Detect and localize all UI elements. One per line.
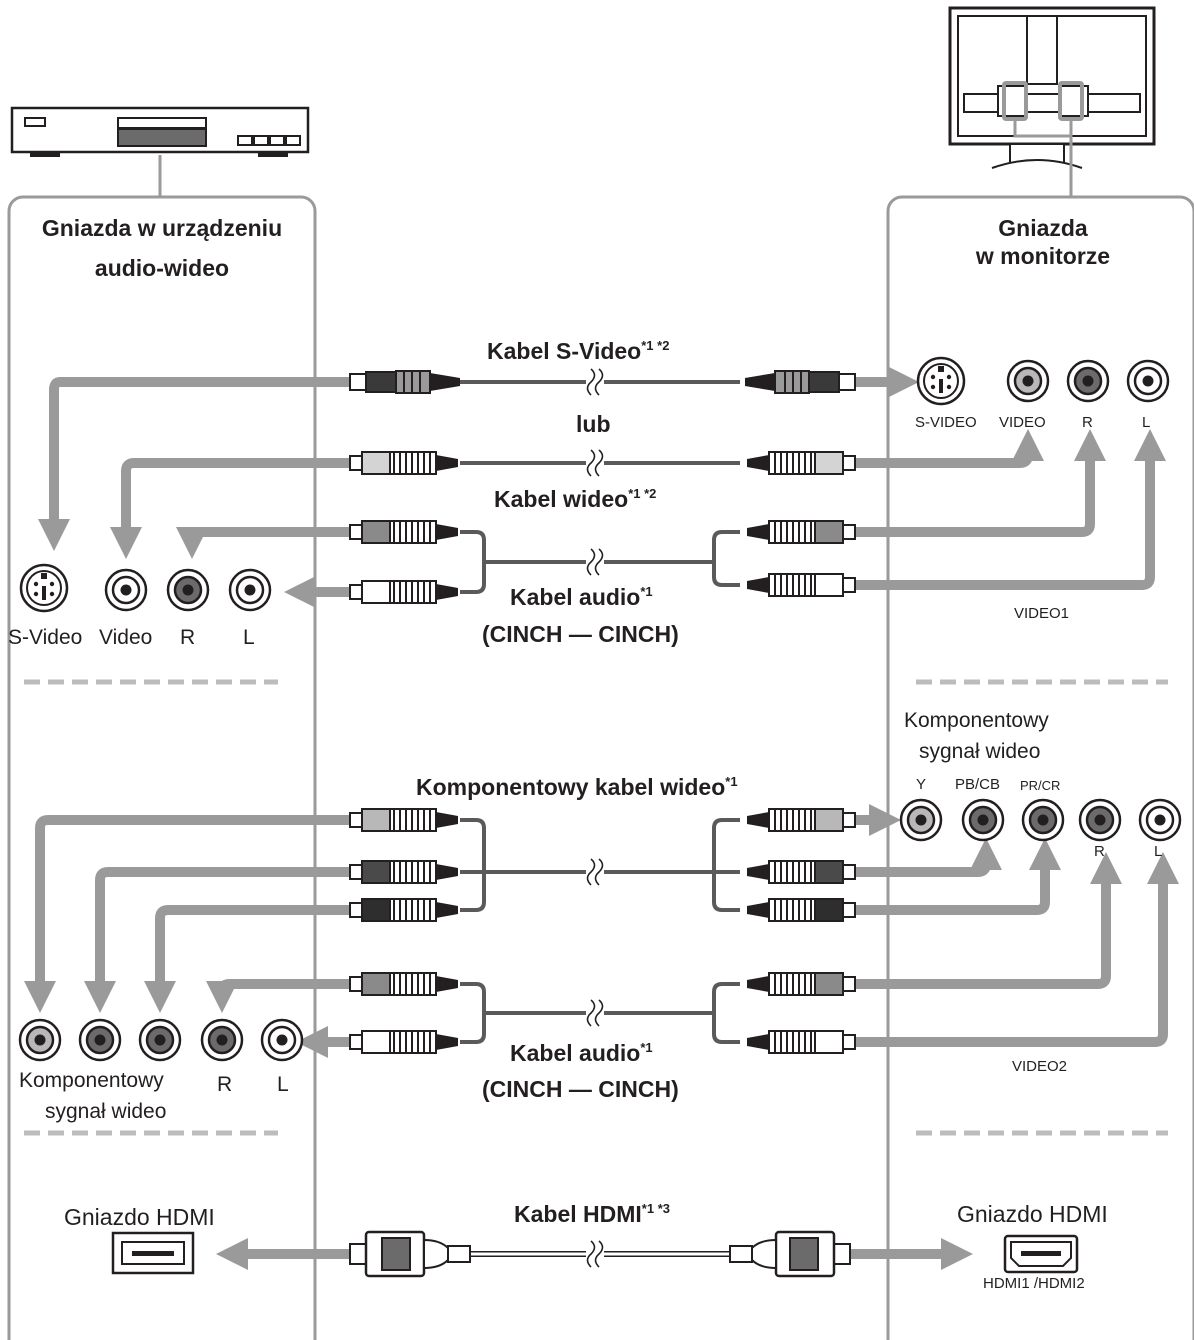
av-device-jacks-top <box>19 563 272 613</box>
hdmi-label-right: Gniazdo HDMI <box>957 1201 1108 1227</box>
component-cable-label: Komponentowy kabel wideo*1 <box>416 774 738 800</box>
cable-break-marks <box>586 368 604 1268</box>
port-label-svideo: S-Video <box>8 626 83 649</box>
video-cable-label: Kabel wideo*1 *2 <box>494 486 657 512</box>
hdmi-jack-right <box>1003 1234 1079 1274</box>
video1-label: VIDEO1 <box>1014 605 1070 622</box>
monitor-jacks-video1 <box>916 356 1170 406</box>
port-label-pb: PB/CB <box>955 776 1001 793</box>
monitor-panel-title-line2: w monitorze <box>975 243 1111 269</box>
component-title-line2: sygnał wideo <box>919 740 1041 763</box>
port-label-r: R <box>180 626 196 649</box>
port-label-video: Video <box>99 626 153 649</box>
hdmi-ports-label: HDMI1 /HDMI2 <box>983 1275 1085 1292</box>
port-label-s-video: S-VIDEO <box>915 414 977 431</box>
monitor-panel-title-line1: Gniazda <box>998 215 1088 241</box>
port-label-component-line2: sygnał wideo <box>45 1100 167 1123</box>
component-title-line1: Komponentowy <box>904 709 1049 732</box>
hdmi-plug-right <box>729 1230 851 1278</box>
separators <box>24 679 1168 1136</box>
cable-wires <box>460 380 740 1044</box>
port-label-l: L <box>243 626 255 649</box>
port-label-y: Y <box>916 776 927 793</box>
port-label-comp-r: R <box>1094 843 1105 860</box>
av-panel-title-line1: Gniazda w urządzeniu <box>41 215 283 241</box>
port-label-r-r: R <box>1082 414 1093 431</box>
svideo-cable-label: Kabel S-Video*1 *2 <box>487 338 670 364</box>
av-device-panel <box>7 195 317 1340</box>
audio-cable-sub-2: (CINCH — CINCH) <box>482 1076 679 1102</box>
svideo-plug-right <box>745 370 856 394</box>
signal-arrows <box>23 365 1180 1271</box>
hdmi-jack-left <box>111 1231 195 1275</box>
av-panel-title-line2: audio-wideo <box>94 255 230 281</box>
rca-plugs-left <box>349 451 459 1054</box>
svideo-plug-left <box>349 370 460 394</box>
monitor-jacks-video2 <box>899 798 1182 842</box>
audio-cable-label-1: Kabel audio*1 <box>510 584 653 610</box>
audio-cable-sub-1: (CINCH — CINCH) <box>482 621 679 647</box>
port-label-component-l: L <box>277 1073 289 1096</box>
rca-plugs-right <box>746 451 856 1054</box>
av-device-jacks-component <box>18 1018 304 1062</box>
port-label-l-r: L <box>1142 414 1151 431</box>
hdmi-plug-left <box>349 1230 471 1278</box>
audio-cable-label-2: Kabel audio*1 <box>510 1040 653 1066</box>
port-label-video-r: VIDEO <box>999 414 1046 431</box>
monitor-panel <box>886 195 1194 1340</box>
hdmi-cable-label: Kabel HDMI*1 *3 <box>514 1201 670 1227</box>
video2-label: VIDEO2 <box>1012 1058 1068 1075</box>
port-label-component-r: R <box>217 1073 233 1096</box>
or-label: lub <box>576 411 611 437</box>
monitor-icon <box>948 6 1156 197</box>
hdmi-label-left: Gniazdo HDMI <box>64 1204 215 1230</box>
port-label-comp-l: L <box>1154 843 1163 860</box>
port-label-pr: PR/CR <box>1020 778 1061 793</box>
av-player-icon <box>10 106 310 197</box>
port-label-component-line1: Komponentowy <box>19 1069 164 1092</box>
